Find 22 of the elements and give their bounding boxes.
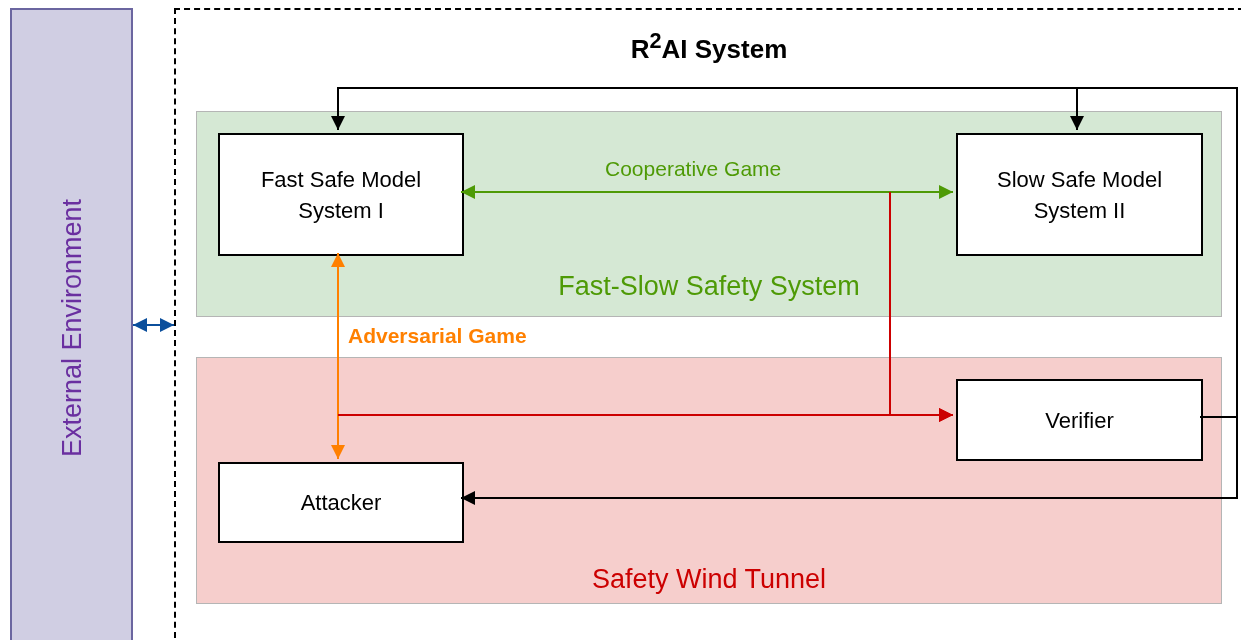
component-box	[956, 379, 1203, 461]
node-label: Safety Wind Tunnel	[590, 564, 828, 595]
environment-panel	[10, 8, 133, 640]
node-label: Attacker	[300, 489, 382, 517]
arrow	[1070, 87, 1238, 418]
node-label: External Environment	[56, 198, 87, 458]
arrow	[331, 252, 345, 460]
component-box	[218, 133, 464, 256]
node-label: Fast Safe Model System I	[259, 165, 423, 225]
subsystem-band	[196, 111, 1222, 317]
node-label: Slow Safe Model System II	[995, 165, 1164, 225]
component-box	[218, 462, 464, 543]
arrow	[460, 185, 954, 199]
arrow	[460, 416, 1238, 505]
arrow	[337, 408, 954, 422]
system-frame	[174, 8, 1241, 640]
node-label: Verifier	[1045, 406, 1114, 435]
subsystem-band	[196, 357, 1222, 604]
node-label: R$^{2}$AI System	[629, 28, 789, 65]
component-box	[956, 133, 1203, 256]
node-label: Fast-Slow Safety System	[557, 271, 861, 302]
arrow	[132, 318, 175, 332]
